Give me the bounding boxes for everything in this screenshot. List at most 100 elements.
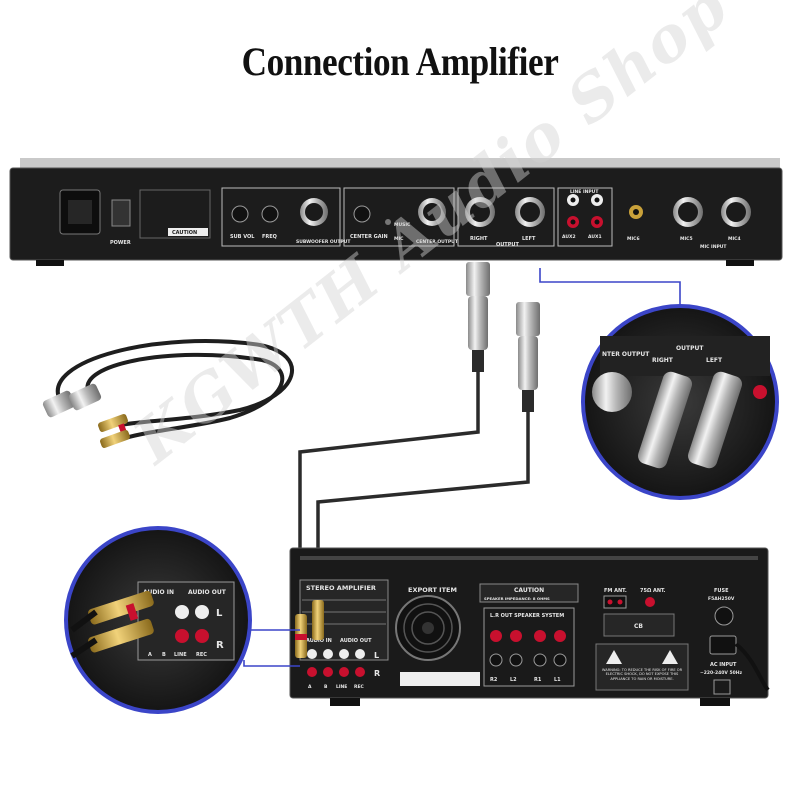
left-xlr-inner (520, 202, 540, 222)
zoom-rca-white (175, 605, 189, 619)
fm-clip (617, 599, 623, 605)
amp-rca-red (323, 667, 333, 677)
freq-label: FREQ (262, 234, 277, 240)
amp-caution-panel (479, 583, 579, 603)
warning-text-box: WARNING: TO REDUCE THE RISK OF FIRE OR E… (601, 668, 683, 681)
ant-75-label: 75Ω ANT. (640, 588, 666, 594)
amp-rca-red (307, 667, 317, 677)
zoom-r-label: R (216, 640, 224, 651)
center-output-label: CENTER OUTPUT (416, 239, 459, 245)
output-label: OUTPUT (496, 242, 519, 248)
mic4-xlr-inner (726, 202, 746, 222)
subwoofer-section (221, 187, 341, 247)
amp-caution-label: CAUTION (514, 587, 544, 594)
zoom-cable (70, 609, 98, 633)
zoom-link-line (243, 660, 300, 667)
zoom-output-label: OUTPUT (676, 345, 704, 352)
zoom-output-detail: NTER OUTPUT OUTPUT RIGHT LEFT (539, 268, 779, 500)
amplifier-unit: STEREO AMPLIFIER AUDIO IN AUDIO OUT L R … (289, 547, 770, 706)
rca-hole (594, 219, 600, 225)
caution-tag (168, 228, 208, 236)
zoom-l-label: L (216, 608, 223, 619)
amp-warning-sticker (400, 672, 480, 686)
zoom-plugged-xlr-right (637, 371, 693, 469)
r1-label: R1 (534, 677, 542, 683)
amp-rca-white (307, 649, 317, 659)
amp-rca-red (355, 667, 365, 677)
zoom-cable (70, 637, 98, 659)
speaker-terminals: R2 L2 R1 L1 (489, 630, 567, 683)
zoom-audio-out-label: AUDIO OUT (188, 589, 227, 596)
zoom-top-panel (600, 336, 770, 376)
amp-audio-in-label: AUDIO IN (306, 638, 332, 644)
center-section (343, 187, 455, 247)
mic6-jack-hole (633, 209, 639, 215)
mic-label: MIC (394, 236, 404, 242)
processor-unit: POWER CAUTION SUB VOL FREQ SUBWOOFER OUT… (9, 158, 783, 266)
right-xlr-inner (470, 202, 490, 222)
speaker-terminal-red (554, 630, 566, 642)
fan-hub (422, 622, 434, 634)
subwoofer-xlr-inner (305, 203, 323, 221)
xlr-plug-head (516, 302, 540, 336)
zoom-rca-white (195, 605, 209, 619)
xlr-plug-left (516, 302, 540, 412)
mic5-xlr-inner (678, 202, 698, 222)
fm-clip (607, 599, 613, 605)
amp-audio-out-label: AUDIO OUT (340, 638, 372, 644)
xlr-plug-body (518, 336, 538, 390)
processor-top-lid (20, 158, 780, 168)
warning-triangle-icon (606, 650, 622, 664)
export-item-label: EXPORT ITEM (408, 586, 457, 594)
mic6-label: MIC6 (627, 236, 640, 242)
zoom-rec-label: REC (196, 652, 207, 658)
fuse-holder (714, 606, 734, 626)
speaker-terminal-red (490, 630, 502, 642)
loose-rca-plug (100, 430, 130, 448)
amp-line-label: LINE (336, 684, 347, 690)
plugged-rca-left (312, 600, 324, 640)
zoom-plugged-rca (88, 590, 154, 625)
amp-rca-red (339, 667, 349, 677)
product-cable (42, 339, 294, 448)
amp-rca-white (339, 649, 349, 659)
r2-label: R2 (490, 677, 498, 683)
amp-r-label: R (374, 669, 380, 678)
plugged-rca-red-band (295, 634, 307, 640)
xlr-plug-right (466, 262, 490, 372)
zoom-rca-red-band (125, 603, 139, 621)
line-input-label: LINE INPUT (570, 189, 599, 195)
zoom-right-label: RIGHT (652, 357, 674, 364)
amplifier-foot (330, 698, 360, 706)
ac-input-label: AC INPUT (710, 662, 737, 668)
center-xlr-inner (423, 203, 441, 221)
lr-out-speaker-label: L.R OUT SPEAKER SYSTEM (490, 613, 564, 619)
power-label: POWER (110, 240, 131, 246)
fan-ring (411, 611, 445, 645)
music-label: MUSIC (394, 222, 411, 228)
xlr-strain-relief (472, 350, 484, 372)
center-gain-knob (353, 205, 371, 223)
sub-vol-label: SUB VOL (230, 234, 255, 240)
zoom-rca-red (195, 629, 209, 643)
fan-ring (403, 603, 453, 653)
loose-rca-plug (98, 414, 128, 432)
zoom-input-detail: AUDIO IN AUDIO OUT L R A B LINE REC (64, 526, 300, 714)
loose-xlr-plug (68, 383, 102, 411)
amp-b-label: B (324, 684, 328, 690)
warning-text: WARNING: TO REDUCE THE RISK OF FIRE OR E… (601, 668, 683, 681)
loose-xlr-plug (42, 390, 76, 418)
warning-triangle-icon (662, 650, 678, 664)
amp-a-label: A (308, 684, 312, 690)
rca-hole (570, 219, 576, 225)
speaker-terminal-black (533, 653, 547, 667)
warning-panel (595, 643, 689, 691)
zoom-link-line (539, 268, 681, 318)
fm-antenna-terminal (603, 595, 627, 609)
caution-label: CAUTION (172, 230, 197, 236)
power-cord (734, 642, 770, 692)
speaker-terminal-red (534, 630, 546, 642)
speaker-terminal-black (553, 653, 567, 667)
ground-box (713, 679, 731, 695)
